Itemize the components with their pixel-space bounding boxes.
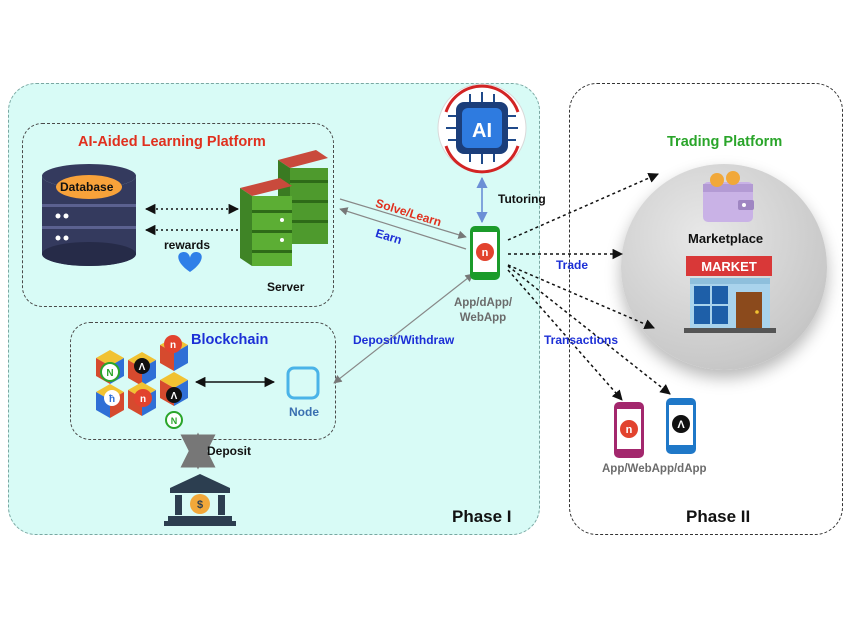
main-app-phone-icon: n <box>470 226 500 280</box>
deposit-withdraw-label: Deposit/Withdraw <box>353 333 455 347</box>
svg-text:Λ: Λ <box>139 362 146 373</box>
transaction-arrow-1 <box>507 269 623 401</box>
app-label-line2: WebApp <box>459 312 507 324</box>
svg-text:Λ: Λ <box>171 391 178 402</box>
bank-icon: $ <box>164 474 236 526</box>
ai-chip-label: AI <box>472 120 492 142</box>
heart-icon <box>178 252 202 272</box>
trading-platform-title: Trading Platform <box>667 134 783 150</box>
svg-text:n: n <box>626 424 633 436</box>
svg-text:n: n <box>482 247 489 259</box>
phase2-apps-label: App/WebApp/dApp <box>602 463 707 475</box>
ai-platform-title: AI-Aided Learning Platform <box>78 134 266 150</box>
transaction-arrow-2 <box>507 265 671 395</box>
node-label: Node <box>289 405 319 419</box>
market-sign-label: MARKET <box>701 259 757 274</box>
transactions-label: Transactions <box>544 333 619 347</box>
svg-text:Λ: Λ <box>677 419 685 431</box>
solve-learn-arrow <box>339 198 467 239</box>
blockchain-title: Blockchain <box>191 332 269 348</box>
server-icon <box>240 150 328 266</box>
svg-text:n: n <box>140 394 146 405</box>
ai-platform-box <box>22 123 334 307</box>
blue-phone-icon: Λ <box>666 398 696 454</box>
app-label-line1: App/dApp/ <box>453 297 513 309</box>
market-store-icon <box>684 256 776 333</box>
trade-arrow-1 <box>507 173 659 241</box>
marketplace-label: Marketplace <box>688 231 764 246</box>
deposit-withdraw-arrow <box>333 273 474 384</box>
deposit-label: Deposit <box>207 444 252 458</box>
blockchain-cubes-icon: N Λ n ħ n Λ N <box>96 335 188 429</box>
earn-arrow <box>339 207 467 250</box>
magenta-phone-icon: n <box>614 402 644 458</box>
rewards-label: rewards <box>164 238 211 252</box>
svg-text:N: N <box>106 368 113 379</box>
node-icon <box>286 366 320 400</box>
trade-arrow-3 <box>507 264 655 330</box>
database-label: Database <box>60 180 114 194</box>
svg-text:n: n <box>170 340 176 351</box>
phase-two-label: Phase II <box>686 507 751 526</box>
svg-text:ħ: ħ <box>109 394 115 405</box>
server-label: Server <box>267 280 305 294</box>
database-icon <box>42 164 136 266</box>
tutoring-label: Tutoring <box>498 192 546 206</box>
ai-chip-icon <box>437 83 527 174</box>
svg-text:N: N <box>171 416 178 426</box>
wallet-icon <box>703 171 754 222</box>
phase-one-label: Phase I <box>452 507 512 526</box>
trade-label: Trade <box>556 258 589 272</box>
svg-text:$: $ <box>197 499 203 511</box>
